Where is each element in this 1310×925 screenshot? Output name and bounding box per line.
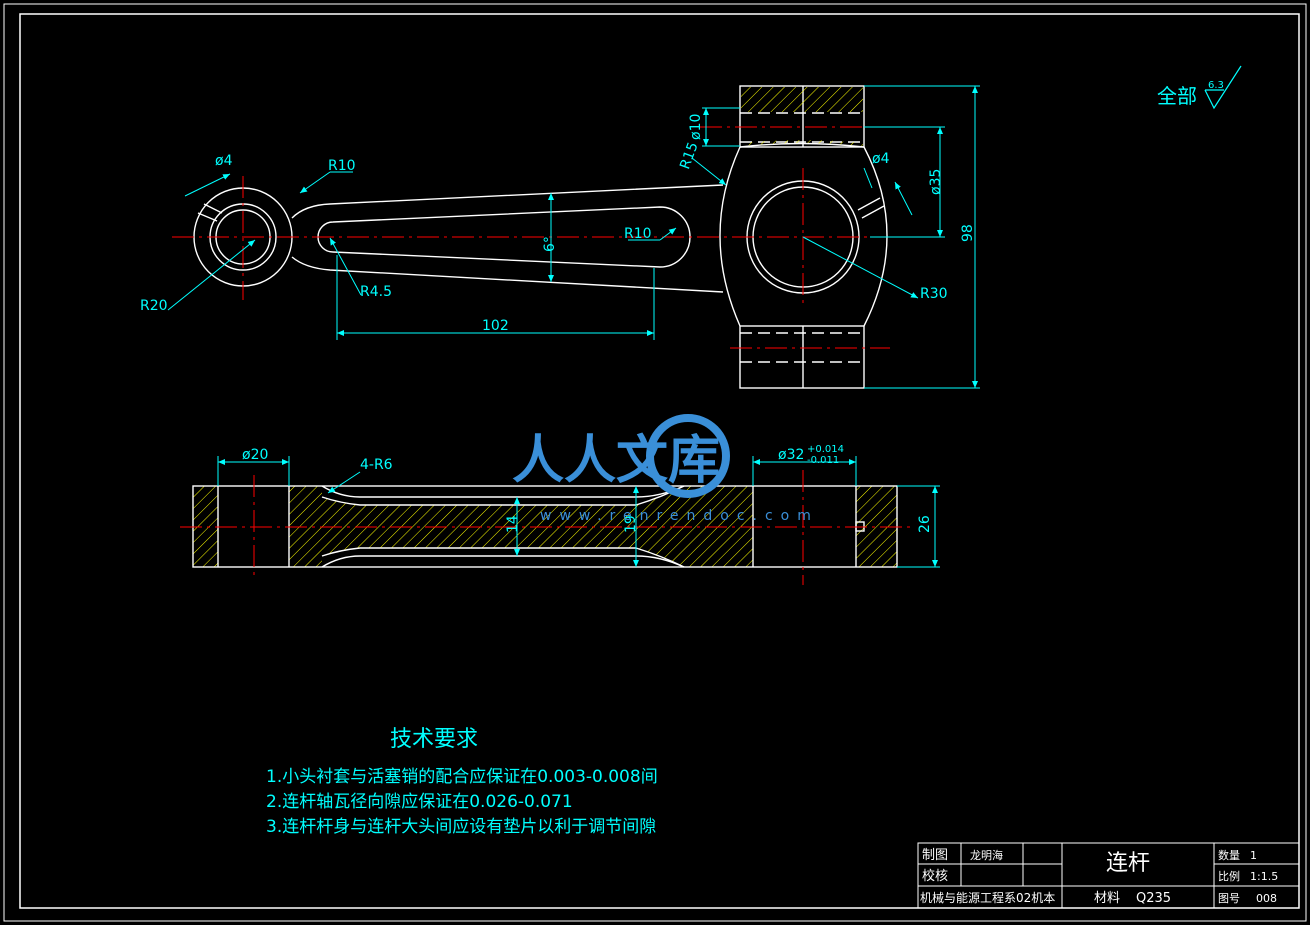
tech-requirement-3: 3.连杆杆身与连杆大头间应设有垫片以利于调节间隙: [266, 817, 656, 837]
watermark-logo-icon: [646, 414, 730, 498]
tb-scale-label: 比例: [1218, 869, 1240, 883]
dim-big-oil-hole: ø4: [872, 151, 890, 167]
tb-drawn-by: 龙明海: [970, 848, 1003, 862]
big-end-left-boss: [719, 146, 741, 327]
dim-r10-slot: R10: [624, 226, 652, 242]
shank-upper-edge: [291, 184, 724, 219]
dim-phi10: ø10: [688, 114, 704, 140]
tb-drawing-no: 008: [1256, 892, 1277, 905]
top-view-centerlines: [172, 126, 915, 349]
watermark: 人人文库 www.renrendoc.com: [512, 414, 819, 524]
top-view-hatch: [741, 87, 863, 146]
dim-98: 98: [960, 224, 976, 242]
surface-finish: 全部 6.3: [1157, 65, 1242, 110]
dim-26: 26: [917, 515, 933, 533]
tech-requirement-2: 2.连杆轴瓦径向隙应保证在0.026-0.071: [266, 792, 573, 812]
tb-quantity-label: 数量: [1218, 849, 1240, 862]
dim-phi32-upper-tol: +0.014: [807, 444, 844, 455]
dim-r30: R30: [920, 286, 948, 302]
dim-phi20: ø20: [242, 447, 268, 463]
dim-phi35: ø35: [928, 169, 944, 195]
side-view: [180, 470, 915, 585]
side-view-dimensions: [217, 456, 940, 568]
tb-scale: 1:1.5: [1250, 870, 1278, 883]
dim-r4-5: R4.5: [360, 284, 392, 300]
side-view-dim-text: ø20 4-R6 ø32 +0.014 -0.011 14 19 26: [242, 444, 933, 533]
tb-school: 机械与能源工程系02机本: [920, 890, 1055, 905]
surface-finish-icon: [1204, 65, 1242, 110]
dim-6-degree: 6°: [542, 236, 558, 252]
tb-drawing-no-label: 图号: [1218, 892, 1240, 905]
outer-frame: [3, 3, 1307, 922]
dim-102: 102: [482, 318, 509, 334]
dim-r10-small: R10: [328, 158, 356, 174]
surface-finish-value: 6.3: [1208, 80, 1224, 91]
tb-material-label: 材料: [1094, 891, 1120, 906]
tech-requirements-title: 技术要求: [390, 727, 478, 752]
shank-slot: [317, 206, 691, 268]
dim-4-r6: 4-R6: [360, 457, 393, 473]
tb-drawn-label: 制图: [922, 848, 948, 863]
dim-r20: R20: [140, 298, 168, 314]
tech-requirement-1: 1.小头衬套与活塞销的配合应保证在0.003-0.008间: [266, 767, 658, 787]
tech-requirements: 技术要求 1.小头衬套与活塞销的配合应保证在0.003-0.008间 2.连杆轴…: [266, 727, 658, 837]
dim-14: 14: [505, 515, 521, 533]
dim-small-oil-hole: ø4: [215, 153, 233, 169]
big-end-cap-top: [739, 85, 865, 148]
tb-part-name: 连杆: [1106, 851, 1150, 876]
inner-frame: [19, 13, 1300, 909]
dim-phi32: ø32: [778, 447, 804, 463]
top-view-dim-text: ø4 R10 R20 R4.5 6° R10 102 R15 ø4 ø35 R3…: [140, 114, 976, 334]
tb-checked-label: 校核: [922, 868, 948, 884]
tb-material: Q235: [1136, 891, 1171, 906]
dim-r15: R15: [677, 140, 701, 171]
tb-quantity: 1: [1250, 849, 1257, 862]
surface-finish-label: 全部: [1157, 84, 1197, 108]
big-end-right-boss: [863, 146, 888, 327]
watermark-url: www.renrendoc.com: [540, 508, 819, 524]
big-end-cap-bottom: [739, 325, 865, 389]
dim-phi32-lower-tol: -0.011: [807, 455, 839, 466]
top-view-dimensions: [167, 85, 980, 389]
watermark-brand: 人人文库: [512, 431, 720, 491]
big-end-neck: [739, 142, 865, 148]
title-block: 制图 龙明海 校核 机械与能源工程系02机本 连杆 材料 Q235 数量 1 比…: [917, 842, 1300, 909]
dim-19: 19: [623, 515, 639, 533]
shank-lower-edge: [291, 256, 724, 293]
